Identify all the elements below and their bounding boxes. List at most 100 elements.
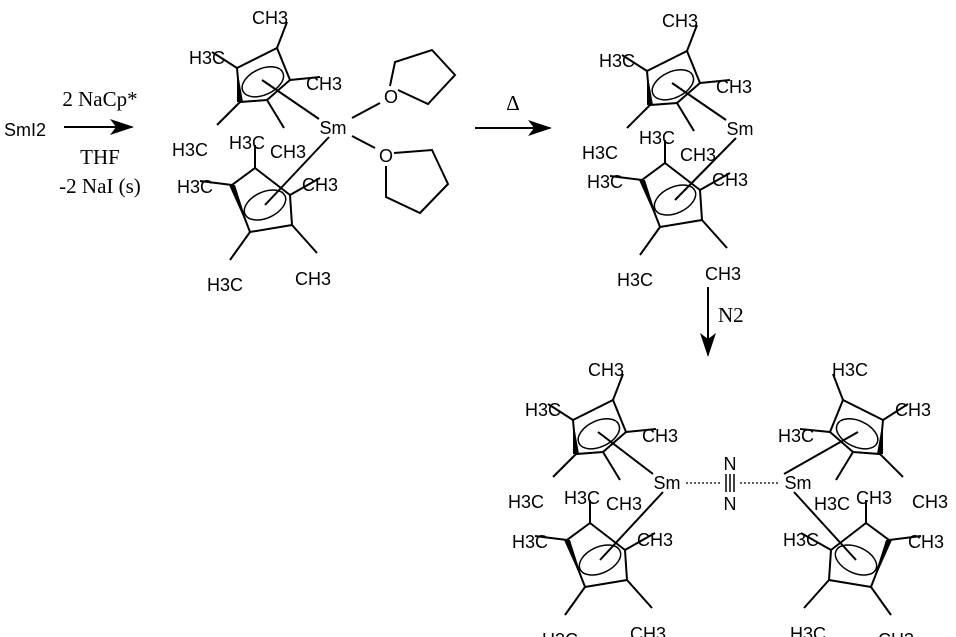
methyl-label: H3C xyxy=(525,400,561,420)
methyl-label: CH3 xyxy=(908,532,944,552)
sm-cp-bond xyxy=(597,431,654,475)
methyl-bond xyxy=(803,579,830,609)
methyl-label: H3C xyxy=(832,360,868,380)
methyl-bond xyxy=(229,231,251,261)
wedge-bond xyxy=(573,420,579,454)
methyl-bond xyxy=(552,453,577,478)
methyl-label: H3C xyxy=(778,426,814,446)
methyl-label: CH3 xyxy=(637,530,673,550)
methyl-label: H3C xyxy=(783,530,819,550)
methyl-bond xyxy=(835,451,854,481)
aromatic-ring-circle xyxy=(651,69,695,101)
methyl-label: CH3 xyxy=(716,77,752,97)
methyl-label: H3C xyxy=(542,630,578,637)
methyl-label: H3C xyxy=(207,275,243,295)
methyl-label: H3C xyxy=(587,172,623,192)
aromatic-ring-circle xyxy=(241,66,285,98)
methyl-label: CH3 xyxy=(588,360,624,380)
methyl-label: CH3 xyxy=(606,494,642,514)
methyl-bond xyxy=(879,453,904,478)
methyl-label: H3C xyxy=(790,624,826,637)
methyl-bond xyxy=(199,180,233,186)
sm-cp-bond xyxy=(671,82,727,121)
wedge-bond xyxy=(877,420,883,454)
sm-cp-bond xyxy=(674,137,737,201)
methyl-bond xyxy=(276,21,288,49)
methyl-bond xyxy=(547,403,574,421)
methyl-label: CH3 xyxy=(630,624,666,637)
methyl-bond xyxy=(216,101,241,126)
wedge-bond xyxy=(564,540,585,587)
wedge-bond xyxy=(647,71,653,105)
sm-o-bond xyxy=(351,135,376,149)
aromatic-ring-circle xyxy=(834,544,878,576)
wedge-bond xyxy=(237,68,243,102)
methyl-label: H3C xyxy=(639,128,675,148)
methyl-label: CH3 xyxy=(878,630,914,637)
methyl-bond xyxy=(701,219,728,249)
methyl-label: CH3 xyxy=(295,269,331,289)
thf-ring xyxy=(389,48,457,106)
methyl-label: CH3 xyxy=(642,426,678,446)
methyl-label: CH3 xyxy=(302,175,338,195)
samarium-label: Sm xyxy=(785,473,812,493)
cp-ring-bonds xyxy=(565,521,629,589)
methyl-bond xyxy=(266,99,285,129)
methyl-label: CH3 xyxy=(270,142,306,162)
oxygen-label: O xyxy=(379,146,393,166)
methyl-label: CH3 xyxy=(712,170,748,190)
nitrogen-label: N xyxy=(724,494,737,514)
methyl-label: H3C xyxy=(189,48,225,68)
methyl-bond xyxy=(626,579,653,609)
methyl-bond xyxy=(621,54,648,72)
sm-cp-bond xyxy=(599,491,664,561)
methyl-bond xyxy=(639,226,661,256)
methyl-bond xyxy=(291,224,318,254)
methyl-label: H3C xyxy=(599,51,635,71)
methyl-label: CH3 xyxy=(895,400,931,420)
methyl-bond xyxy=(882,403,909,421)
methyl-bond xyxy=(626,104,651,129)
wedge-bond xyxy=(871,540,892,587)
methyl-bond xyxy=(289,76,321,81)
methyl-label: H3C xyxy=(564,488,600,508)
methyl-bond xyxy=(609,175,643,181)
nitrogen-label: N xyxy=(724,454,737,474)
methyl-label: H3C xyxy=(814,494,850,514)
sm-cp-bond xyxy=(793,491,857,561)
methyl-bond xyxy=(870,586,892,616)
solvent-label: THF xyxy=(80,145,120,169)
methyl-label: CH3 xyxy=(306,74,342,94)
methyl-label: H3C xyxy=(508,492,544,512)
samarium-label: Sm xyxy=(727,119,754,139)
methyl-label: CH3 xyxy=(680,145,716,165)
samarium-label: Sm xyxy=(654,473,681,493)
aromatic-ring-circle xyxy=(577,418,621,450)
aromatic-ring-circle xyxy=(835,418,879,450)
cp-ring-bonds xyxy=(640,161,704,229)
methyl-bond xyxy=(612,373,624,401)
reagent-label: 2 NaCp* xyxy=(62,87,137,111)
byproduct-label: -2 NaI (s) xyxy=(59,174,141,198)
methyl-bond xyxy=(624,532,656,551)
aromatic-ring-circle xyxy=(243,189,287,221)
methyl-bond xyxy=(699,172,731,191)
methyl-bond xyxy=(699,79,731,84)
methyl-label: CH3 xyxy=(252,8,288,28)
starting-material-label: SmI2 xyxy=(4,120,46,140)
methyl-bond xyxy=(800,532,832,551)
sm-cp-bond xyxy=(264,136,330,206)
methyl-label: H3C xyxy=(512,532,548,552)
methyl-label: H3C xyxy=(172,140,208,160)
thf-ring xyxy=(385,148,450,215)
methyl-bond xyxy=(832,373,844,401)
methyl-label: CH3 xyxy=(856,488,892,508)
aromatic-ring-circle xyxy=(653,184,697,216)
